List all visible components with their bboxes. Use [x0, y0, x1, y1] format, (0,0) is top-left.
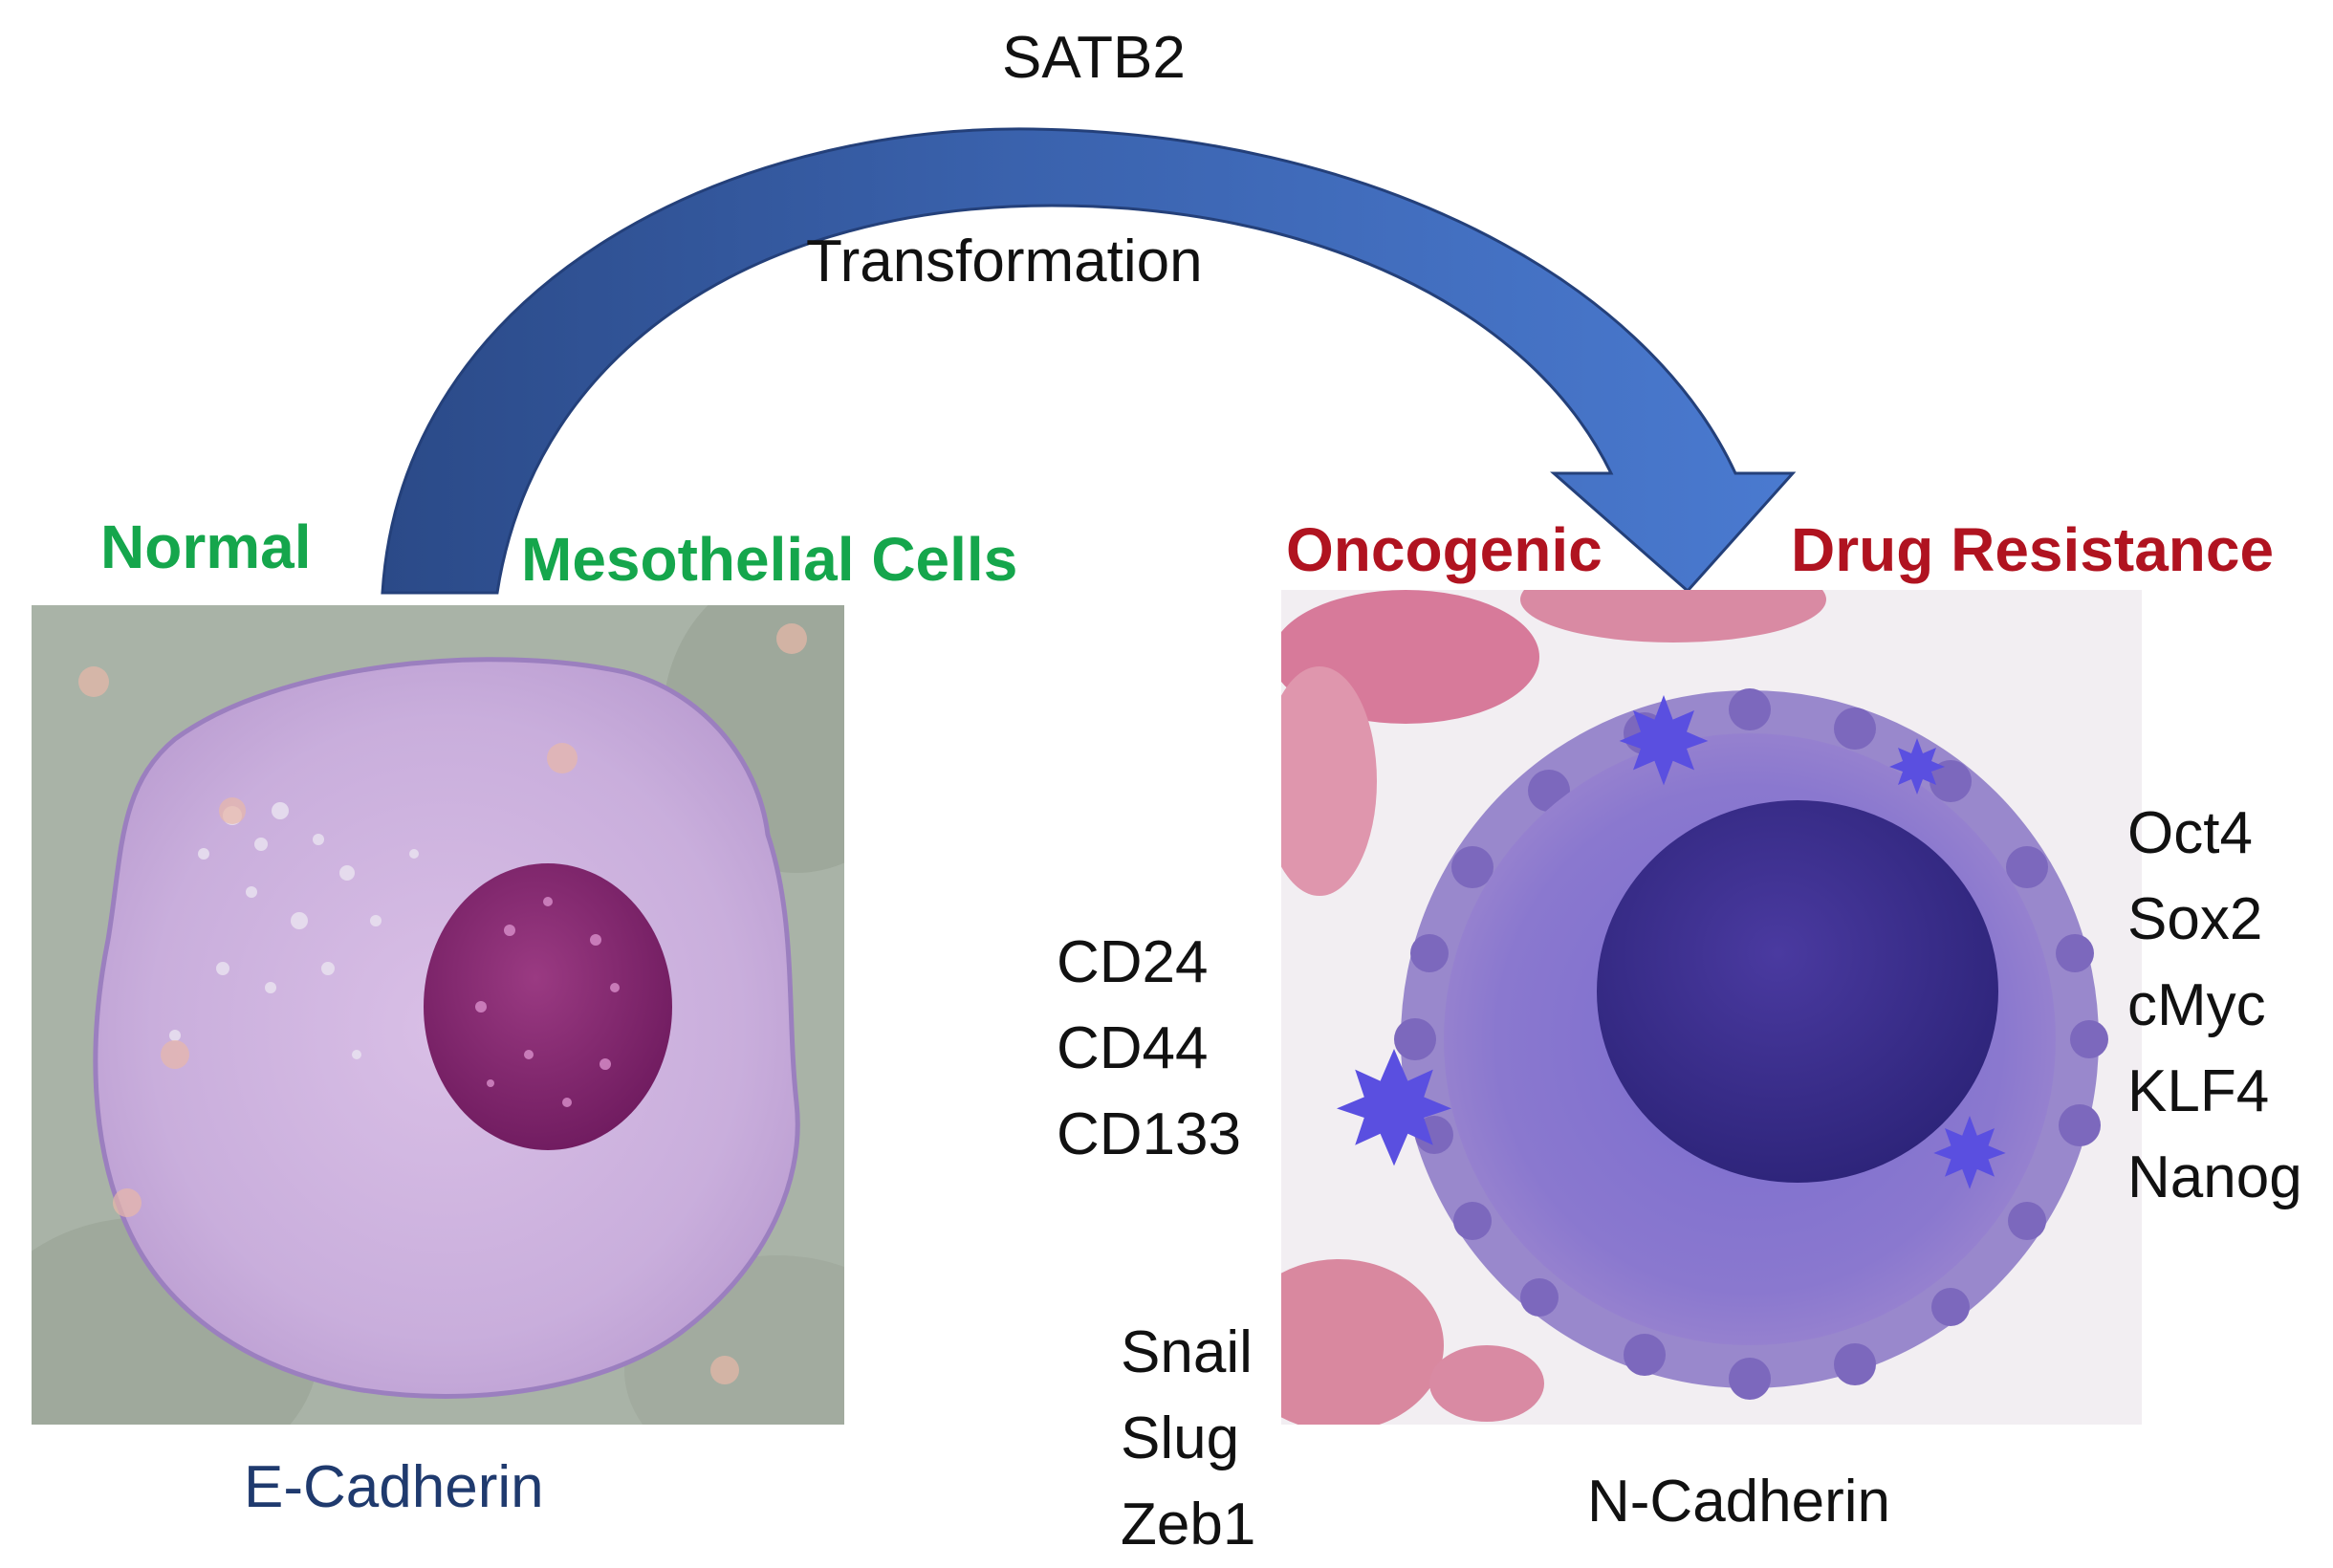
n-cadherin-caption: N-Cadherin	[1587, 1469, 1891, 1535]
marker-zeb1: Zeb1	[1121, 1491, 1256, 1557]
marker-snail: Snail	[1121, 1319, 1253, 1385]
oncogenic-label: Oncogenic	[1286, 515, 1603, 584]
marker-sox2: Sox2	[2127, 885, 2263, 952]
drug-resistance-label: Drug Resistance	[1791, 515, 2275, 584]
normal-label: Normal	[100, 512, 312, 581]
marker-nanog: Nanog	[2127, 1143, 2302, 1210]
transformation-label: Transformation	[806, 229, 1203, 294]
surface-marker-list: CD24 CD44 CD133	[1057, 920, 1241, 1178]
nucleus	[1597, 800, 1998, 1183]
oncogenic-cell-image	[1281, 590, 2142, 1425]
marker-klf4: KLF4	[2127, 1057, 2270, 1124]
nucleus	[424, 863, 672, 1150]
stemness-marker-list: Oct4 Sox2 cMyc KLF4 Nanog	[2127, 791, 2302, 1220]
marker-cmyc: cMyc	[2127, 971, 2266, 1038]
arrow-body	[381, 127, 1797, 595]
marker-oct4: Oct4	[2127, 800, 2253, 866]
e-cadherin-caption: E-Cadherin	[244, 1454, 544, 1520]
marker-cd24: CD24	[1057, 929, 1209, 995]
satb2-label: SATB2	[1002, 25, 1186, 91]
marker-cd44: CD44	[1057, 1014, 1209, 1081]
emt-marker-list: Snail Slug Zeb1	[1121, 1310, 1255, 1568]
marker-slug: Slug	[1121, 1405, 1240, 1471]
mesothelial-cells-label: Mesothelial Cells	[521, 525, 1018, 594]
marker-cd133: CD133	[1057, 1100, 1241, 1167]
normal-mesothelial-cell-image	[32, 605, 844, 1425]
